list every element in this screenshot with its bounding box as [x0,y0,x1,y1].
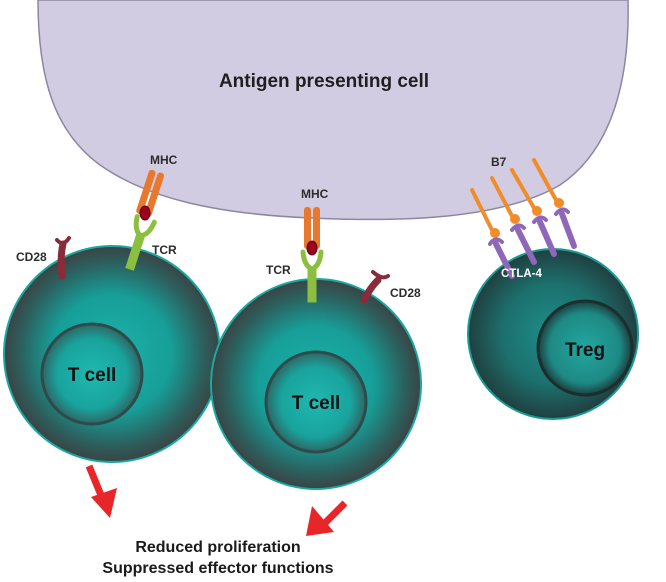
left-t-cell-label: T cell [68,365,117,386]
middle-t-cell: T cell [210,278,422,490]
left-cd28-label: CD28 [16,250,47,264]
b7-ctla4-pair-4 [532,158,577,249]
middle-mhc-tcr-complex: MHC TCR [266,187,329,303]
left-tcr-label: TCR [152,243,177,257]
apc-label: Antigen presenting cell [219,71,429,92]
middle-mhc [304,207,320,249]
middle-peptide [306,240,318,256]
outcome-line-1: Reduced proliferation [135,539,300,556]
b7-ctla4-pair-2 [490,176,537,265]
middle-t-cell-nucleus [264,350,368,454]
left-t-cell: T cell [3,245,221,463]
b7-ctla4-pair-1 [470,188,515,279]
outcome-line-2: Suppressed effector functions [102,560,333,577]
b7-ctla4-complexes: B7 CTLA-4 [470,155,577,280]
middle-t-cell-label: T cell [292,393,341,414]
middle-mhc-label: MHC [301,187,329,201]
left-mhc-label: MHC [150,153,178,167]
middle-tcr [300,249,324,303]
left-cd28: CD28 [16,236,71,280]
treg-cell-label: Treg [565,340,605,361]
middle-cd28-label: CD28 [390,286,421,300]
left-tcr [125,214,157,271]
b7-ctla4-pair-3 [510,168,557,257]
middle-tcr-label: TCR [266,263,291,277]
b7-label: B7 [491,155,507,169]
treg-cell: Treg [467,248,639,420]
treg-cell-nucleus [536,299,634,397]
middle-red-arrow-icon [306,500,348,536]
left-red-arrow-icon [85,464,117,518]
left-t-cell-nucleus [40,322,144,426]
ctla4-label: CTLA-4 [501,268,542,280]
left-mhc [136,169,165,217]
apc-membrane [37,0,629,221]
left-mhc-tcr-complex: MHC TCR [125,153,178,271]
left-peptide [139,205,151,221]
middle-cd28: CD28 [360,270,421,304]
